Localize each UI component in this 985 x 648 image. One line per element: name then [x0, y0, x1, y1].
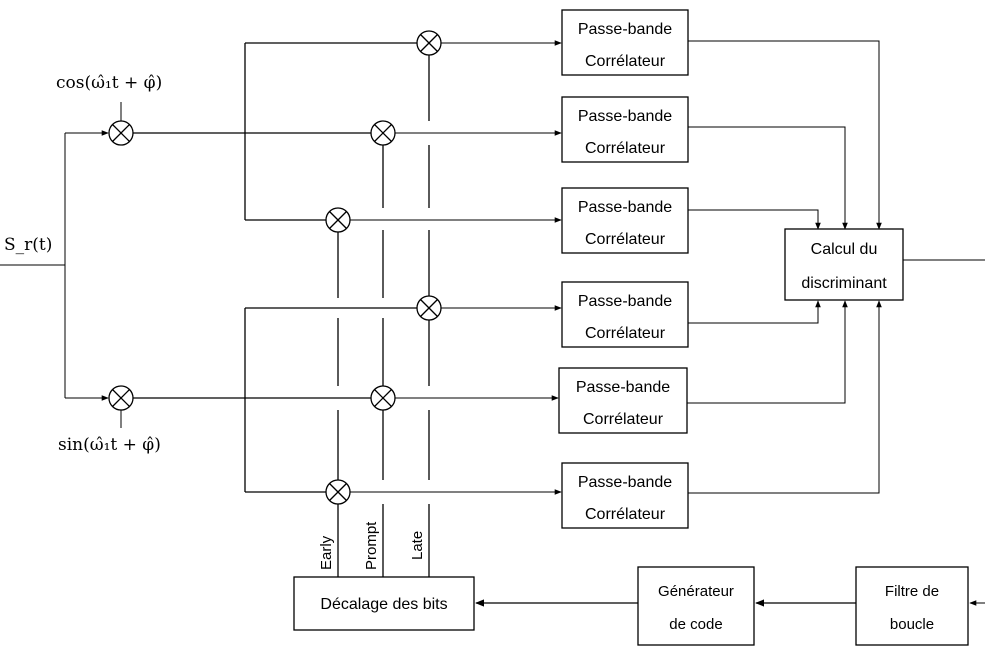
correlator-q-late: Passe-bande Corrélateur: [561, 281, 689, 348]
carrier-mixer-cos: [108, 102, 134, 146]
correlator-line2: Corrélateur: [585, 53, 666, 70]
bit-shift-label: Décalage des bits: [320, 596, 447, 613]
quadrature-bus: [133, 307, 417, 493]
early-label: Early: [318, 535, 335, 570]
code-generator-line1: Générateur: [658, 583, 734, 600]
mixer-q-early: [325, 479, 351, 505]
discriminator-line2: discriminant: [801, 275, 887, 292]
correlator-i-early: Passe-bande Corrélateur: [561, 187, 689, 254]
late-label: Late: [409, 531, 426, 560]
prompt-label: Prompt: [363, 521, 380, 570]
correlator-i-prompt: Passe-bande Corrélateur: [561, 96, 689, 163]
carrier-mixer-sin: [108, 385, 134, 428]
discriminator-line1: Calcul du: [811, 241, 878, 258]
correlator-line1: Passe-bande: [578, 293, 672, 310]
code-generator-line2: de code: [669, 616, 722, 633]
mixer-q-prompt: [370, 385, 396, 411]
loop-filter-line2: boucle: [890, 616, 934, 633]
correlator-line1: Passe-bande: [578, 21, 672, 38]
loop-filter-block: Filtre de boucle: [855, 566, 969, 646]
correlator-line2: Corrélateur: [583, 411, 664, 428]
mixer-i-prompt: [370, 120, 396, 146]
correlator-line1: Passe-bande: [578, 474, 672, 491]
mixer-q-late: [416, 295, 442, 321]
bit-shift-block: Décalage des bits: [293, 576, 475, 631]
code-generator-block: Générateur de code: [637, 566, 755, 646]
correlator-line2: Corrélateur: [585, 140, 666, 157]
correlator-to-discriminator-wiring: [687, 40, 882, 494]
correlator-line2: Corrélateur: [585, 231, 666, 248]
loop-filter-line1: Filtre de: [885, 583, 939, 600]
correlator-line1: Passe-bande: [578, 108, 672, 125]
correlator-line2: Corrélateur: [585, 325, 666, 342]
mixer-to-correlator-arrows: [350, 40, 562, 495]
discriminator-block: Calcul du discriminant: [784, 228, 904, 301]
correlator-i-late: Passe-bande Corrélateur: [561, 9, 689, 76]
correlator-line1: Passe-bande: [578, 199, 672, 216]
carrier-cos-label: cos(ω̂₁t + φ̂): [56, 73, 162, 93]
in-phase-bus: [133, 42, 417, 221]
input-signal-label: S_r(t): [4, 235, 52, 255]
mixer-i-early: [325, 207, 351, 233]
carrier-sin-label: sin(ω̂₁t + φ̂): [58, 435, 161, 455]
correlator-line1: Passe-bande: [576, 379, 670, 396]
correlator-q-early: Passe-bande Corrélateur: [561, 462, 689, 529]
input-wiring: [0, 130, 109, 401]
mixer-i-late: [416, 30, 442, 56]
correlator-line2: Corrélateur: [585, 506, 666, 523]
correlator-q-prompt: Passe-bande Corrélateur: [558, 367, 688, 434]
